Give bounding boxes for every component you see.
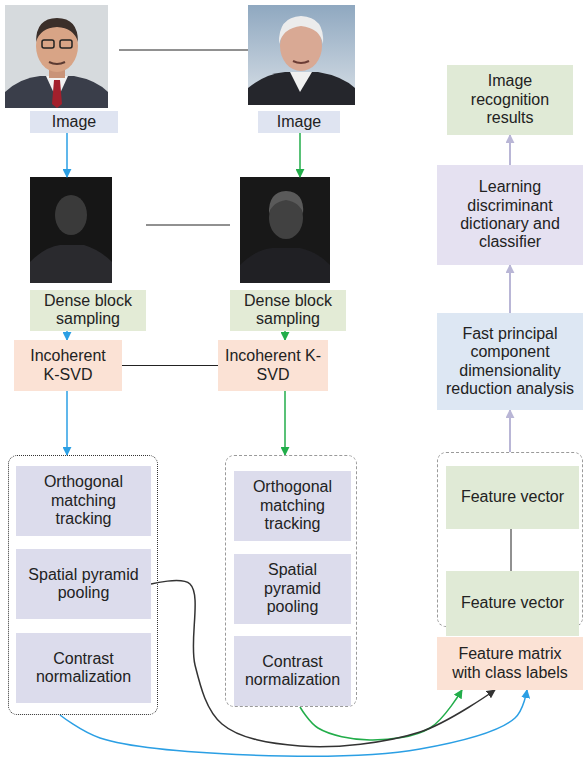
dark-body — [240, 248, 330, 283]
node-label: Feature vector — [455, 591, 570, 615]
tie — [52, 80, 62, 108]
node-label: Learning discriminant dictionary and cla… — [437, 175, 583, 255]
connector — [284, 391, 286, 455]
node-label: Incoherent K-SVD — [14, 344, 122, 387]
hair — [279, 16, 323, 44]
glasses — [60, 40, 72, 48]
node-label: Fast principal component dimensionality … — [437, 322, 583, 402]
connector — [122, 365, 218, 366]
node-label: Image recognition results — [447, 69, 573, 130]
node-label: Feature matrix with class labels — [437, 642, 583, 685]
connector — [509, 135, 511, 165]
dark-hair — [269, 191, 303, 214]
feature-box: Feature vector — [446, 466, 579, 529]
node-label: Contrast normalization — [16, 647, 151, 690]
image-caption: Image — [258, 111, 340, 133]
face-photo — [5, 5, 108, 108]
group-container: Orthogonal matching trackingSpatial pyra… — [225, 455, 357, 707]
process-box: Orthogonal matching tracking — [234, 471, 351, 541]
connector — [146, 225, 230, 226]
connector — [509, 410, 511, 452]
sampling-node: Dense block sampling — [30, 177, 146, 329]
coat — [248, 72, 355, 105]
process-box: Spatial pyramid pooling — [16, 549, 151, 619]
process-box: Contrast normalization — [16, 633, 151, 703]
node-label: Incoherent K-SVD — [218, 344, 328, 387]
hair — [36, 18, 78, 42]
connector — [66, 391, 68, 455]
process-box: Incoherent K-SVD — [218, 340, 328, 391]
node-label: Orthogonal matching tracking — [234, 475, 351, 536]
dark-face — [55, 195, 87, 235]
sampled-image — [30, 177, 112, 283]
image-caption: Image — [30, 111, 118, 133]
dark-ground — [30, 177, 112, 283]
connector — [66, 132, 68, 177]
result-box: Image recognition results — [447, 65, 573, 135]
node-label: Contrast normalization — [234, 650, 351, 693]
process-box: Learning discriminant dictionary and cla… — [437, 165, 583, 265]
process-box: Fast principal component dimensionality … — [437, 313, 583, 410]
node-label: Spatial pyramid pooling — [16, 563, 151, 606]
photo-ground — [5, 5, 108, 108]
image-caption: Dense block sampling — [230, 290, 346, 331]
connector — [299, 132, 301, 177]
process-box: Spatial pyramid pooling — [234, 554, 351, 624]
group-container: Orthogonal matching trackingSpatial pyra… — [8, 455, 158, 715]
image-caption: Dense block sampling — [30, 290, 146, 331]
feature-box: Feature vector — [446, 571, 579, 636]
process-box: Incoherent K-SVD — [14, 340, 122, 391]
image-node: Image — [5, 5, 119, 132]
dark-ground — [240, 177, 330, 283]
node-label: Feature vector — [455, 485, 570, 509]
shirt — [290, 72, 312, 92]
photo-ground — [248, 5, 355, 105]
image-node: Image — [248, 5, 356, 132]
node-label: Orthogonal matching tracking — [16, 470, 151, 531]
face-photo — [248, 5, 355, 105]
connector — [119, 50, 248, 51]
node-label: Spatial pyramid pooling — [234, 558, 351, 619]
sampling-node: Dense block sampling — [230, 177, 346, 329]
dark-body — [30, 245, 112, 283]
connector — [509, 265, 511, 313]
suit — [5, 76, 108, 108]
group-container: Feature vectorFeature vector — [437, 452, 583, 627]
mouth — [49, 62, 65, 64]
glasses — [42, 40, 54, 48]
sampled-image — [240, 177, 330, 283]
process-box: Contrast normalization — [234, 636, 351, 706]
data-box: Feature matrix with class labels — [437, 637, 583, 690]
connector — [511, 529, 512, 571]
process-box: Orthogonal matching tracking — [16, 466, 151, 536]
mouth — [293, 61, 309, 63]
